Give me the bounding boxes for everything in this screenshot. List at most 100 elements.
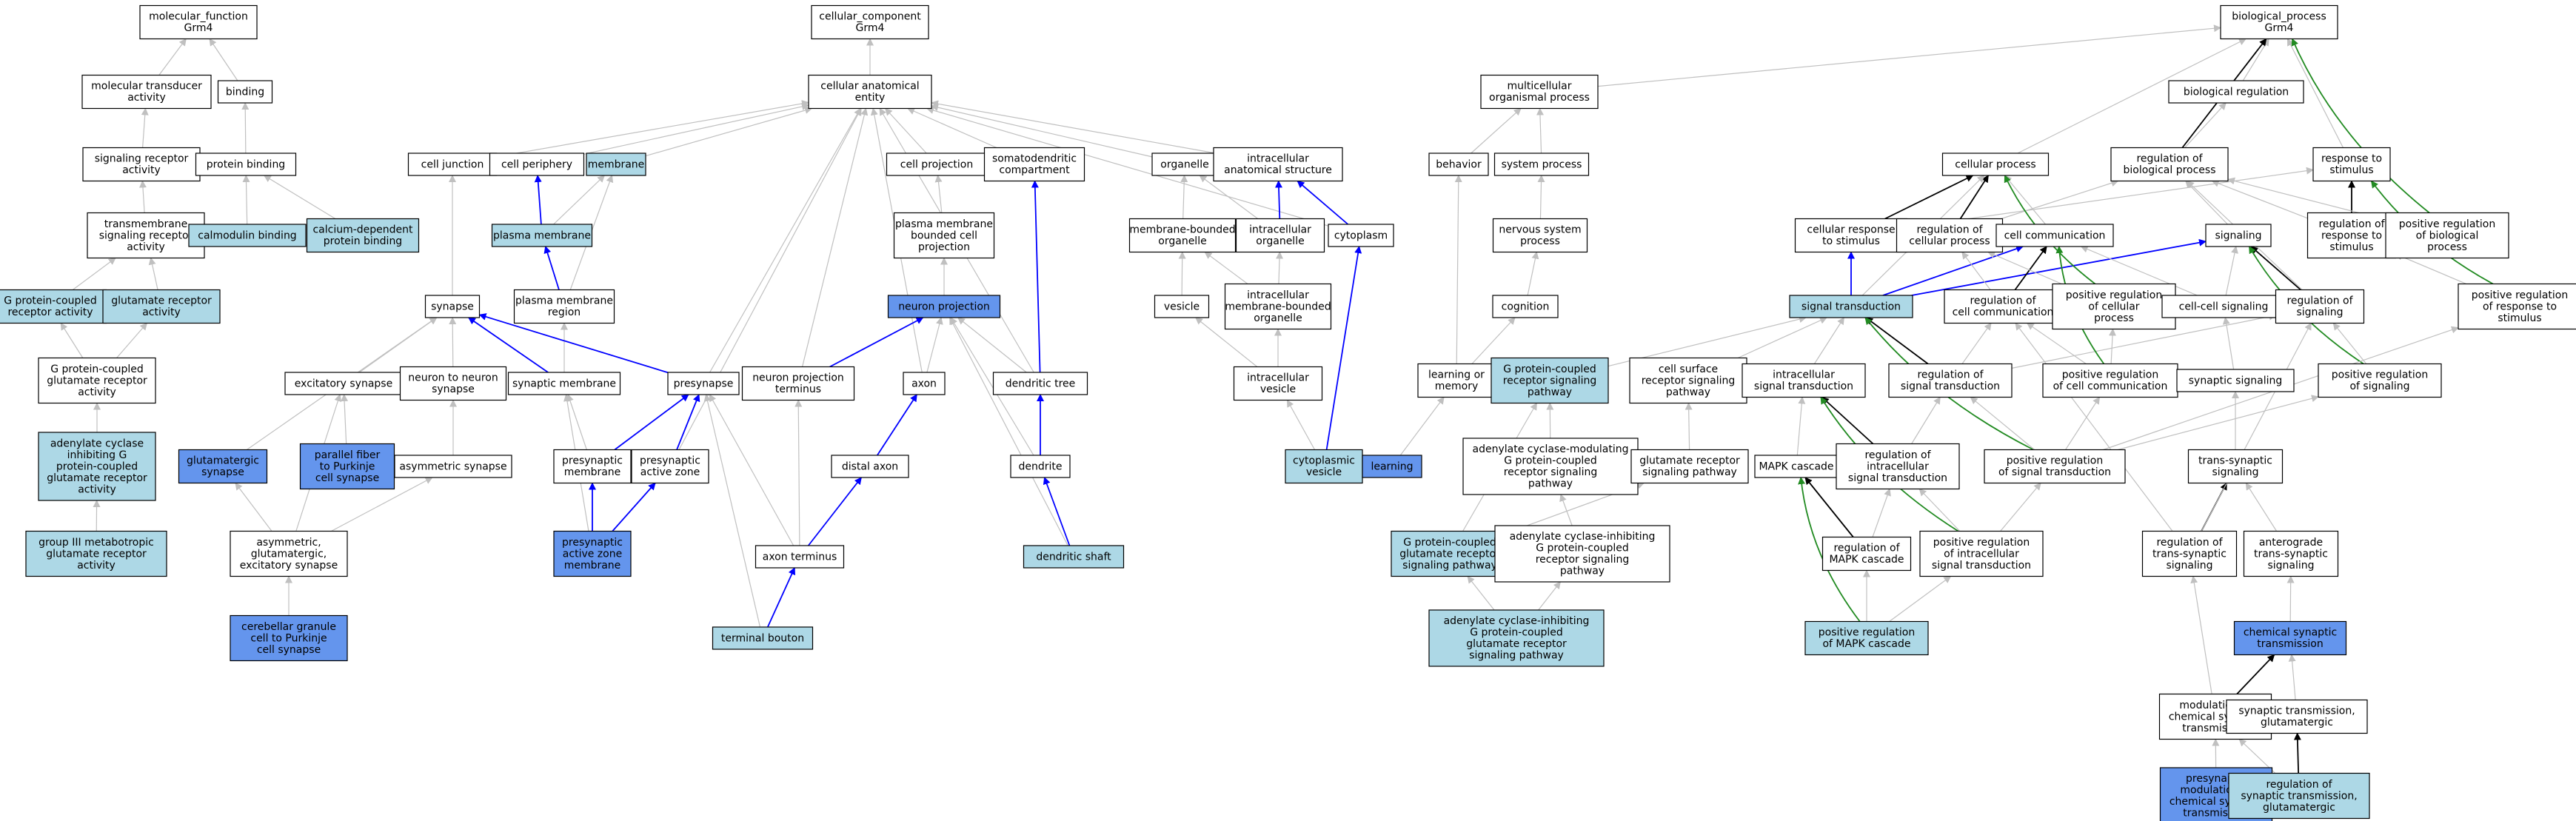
node-label: stimulus	[2329, 241, 2373, 253]
node-label: presynapse	[674, 378, 734, 389]
edge-st-to-sig	[1911, 238, 2207, 296]
edge-prist-to-prst	[2000, 482, 2041, 532]
node-label: cell junction	[421, 158, 484, 170]
edge-tb-to-at	[767, 567, 796, 628]
edge-pmbcp-to-cproj	[934, 175, 943, 213]
edge-ccs-to-ccom	[2080, 245, 2198, 296]
edge-presm-to-sm	[566, 394, 587, 450]
node-label: pathway	[1528, 478, 1573, 490]
edge-crs-to-rts	[1907, 167, 2314, 228]
node-label: memory	[1435, 381, 1479, 392]
node-label: positive regulation	[2472, 289, 2568, 301]
node-box	[1362, 455, 1422, 478]
node-label: plasma membrane	[515, 295, 613, 307]
node-label: to stimulus	[1822, 235, 1880, 247]
node-box	[1896, 218, 2004, 253]
node-label: signaling pathway	[1642, 466, 1737, 478]
node-mapk: MAPK cascade	[1754, 455, 1839, 478]
node-box	[2312, 147, 2391, 182]
node-box	[1224, 283, 1332, 330]
node-label: signaling	[2296, 306, 2343, 318]
node-label: adenylate cyclase-inhibiting	[1444, 615, 1590, 627]
node-label: G protein-coupled	[50, 363, 144, 375]
node-label: positive regulation	[2066, 289, 2162, 301]
node-box	[87, 212, 205, 259]
edge-cj-to-cae	[496, 100, 809, 158]
edge-rtss-to-rcc	[2015, 322, 2173, 532]
node-cyto: cytoplasm	[1328, 224, 1394, 247]
node-label: signaling	[2212, 466, 2258, 478]
node-label: signaling	[2267, 560, 2314, 572]
node-dt: dendritic tree	[992, 372, 1088, 395]
node-box	[712, 626, 814, 650]
node-label: cell communication	[1953, 306, 2054, 318]
node-box	[903, 372, 946, 395]
node-label: chemical synaptic	[2244, 627, 2337, 639]
edge-rcp-to-rbp	[2001, 179, 2119, 220]
edge-cyto-to-ias	[1297, 180, 1349, 225]
node-np: neuron projection	[887, 295, 1001, 318]
node-box	[284, 372, 403, 395]
node-box	[1462, 438, 1639, 495]
edge-at-to-npt	[794, 399, 803, 546]
node-box	[553, 449, 632, 484]
node-label: process	[1520, 235, 1560, 247]
edge-mcst-to-cst	[2236, 654, 2275, 695]
node-label: cell communication	[2004, 229, 2106, 241]
node-label: glutamatergic	[2261, 717, 2333, 728]
edge-cv-to-cyto	[1325, 246, 1362, 450]
node-label: regulation of	[2318, 218, 2385, 230]
node-label: glutamate receptor	[47, 472, 147, 484]
node-label: Grm4	[856, 22, 885, 34]
node-cp: cell periphery	[489, 153, 585, 176]
node-box	[2187, 449, 2284, 484]
node-label: G protein-coupled	[1470, 627, 1563, 639]
node-label: molecular transducer	[91, 81, 202, 93]
edge-io-to-ias	[1274, 180, 1282, 219]
edge-dt-to-np	[957, 317, 1027, 373]
node-label: distal axon	[842, 460, 898, 472]
node-label: glutamate receptor	[46, 548, 147, 560]
node-box	[1151, 153, 1218, 176]
node-label: intracellular	[1249, 224, 1311, 236]
node-box	[139, 4, 258, 40]
node-box	[1995, 224, 2114, 247]
node-box	[1919, 530, 2044, 577]
node-label: signal transduction	[1901, 381, 2000, 392]
node-label: glutamate receptor	[1639, 455, 1740, 467]
node-label: presynaptic	[562, 455, 623, 467]
node-label: synapse	[431, 301, 474, 312]
node-box	[2458, 283, 2576, 330]
node-box	[1010, 455, 1071, 478]
edge-at-to-pres	[709, 394, 794, 546]
node-label: membrane	[564, 560, 621, 572]
node-label: signal transduction	[1754, 381, 1853, 392]
node-asyms: asymmetric synapse	[394, 455, 512, 478]
edge-lm-to-beh	[1454, 175, 1462, 364]
node-box	[887, 295, 1001, 318]
edge-pres-to-cae	[709, 107, 861, 373]
edge-gra-to-tsra	[148, 257, 158, 290]
node-label: organismal process	[1489, 92, 1590, 104]
node-label: region	[548, 306, 581, 318]
node-label: adenylate cyclase	[50, 438, 144, 449]
node-ds: dendritic shaft	[1023, 545, 1125, 569]
node-box	[1836, 443, 1960, 490]
node-box	[2275, 289, 2365, 324]
node-sm: synaptic membrane	[507, 372, 621, 395]
node-breg: biological regulation	[2168, 80, 2304, 104]
node-label: positive regulation	[1933, 537, 2030, 549]
node-box	[2205, 224, 2272, 247]
